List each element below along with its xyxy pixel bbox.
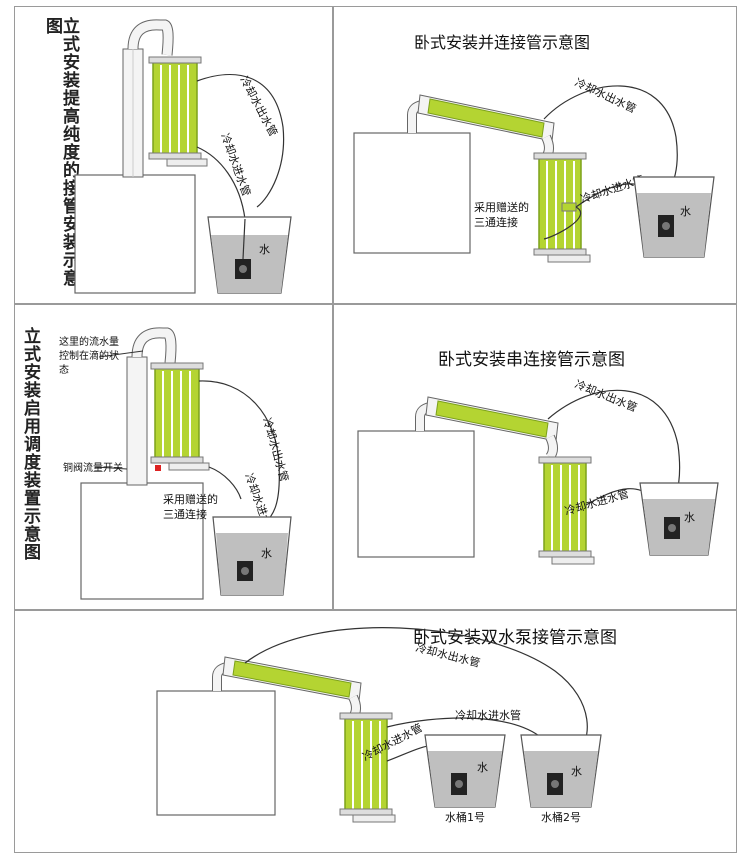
inlet-tube	[208, 466, 242, 500]
note-line-3: 态	[59, 363, 69, 376]
distill-column	[126, 356, 148, 486]
diagram-vertical-regulator: 这里的流水量 控制在滴的状 态 铜阀流量开关 冷却水出水管 冷却水进水管 采用赠…	[59, 327, 292, 600]
diagram-vertical-purity: 冷却水出水管 冷却水进水管 水	[74, 19, 292, 294]
boiler-tank	[357, 430, 475, 558]
bucket-label-2: 水桶2号	[541, 810, 581, 824]
tee-label-1: 采用赠送的	[163, 492, 218, 506]
panel-title: 立式安装启用调度装置示意图	[20, 327, 40, 561]
out-label: 冷却水出水管	[573, 75, 639, 116]
condenser	[154, 364, 200, 462]
out-label: 冷却水出水管	[260, 416, 292, 483]
water-label-2: 水	[571, 765, 582, 778]
panel-horizontal-series: 卧式安装串连接管示意图 冷却水出水管 冷却水进水管 水	[333, 304, 737, 610]
in-label-2: 冷却水进水管	[455, 708, 521, 722]
out-label: 冷却水出水管	[237, 74, 280, 139]
inlet-tube	[196, 146, 246, 220]
diagram-horizontal-parallel: 冷却水出水管 冷却水进水管 采用赠送的 三通连接 水	[353, 75, 715, 263]
valve-label: 铜阀流量开关	[63, 461, 123, 474]
boiler-tank	[74, 174, 196, 294]
tee-connector	[561, 202, 577, 212]
out-label: 冷却水出水管	[573, 377, 639, 415]
tee-label-2: 三通连接	[163, 508, 207, 521]
panel-horizontal-dual-pump: 卧式安装双水泵接管示意图 冷却水出水管 冷却水进水管 冷却水进水管 水 水桶1号	[14, 610, 737, 853]
water-label: 水	[261, 547, 272, 560]
bucket-label-1: 水桶1号	[445, 810, 485, 824]
note-line-1: 这里的流水量	[59, 335, 119, 348]
tee-label-1: 采用赠送的	[474, 200, 529, 214]
note-line-2: 控制在滴的状	[59, 349, 119, 362]
valve-switch	[155, 465, 161, 471]
condenser	[152, 58, 198, 158]
outlet-tube	[244, 627, 588, 758]
horizontal-condenser	[427, 98, 545, 138]
diagram-horizontal-dual-pump: 冷却水出水管 冷却水进水管 冷却水进水管 水 水桶1号 水 水桶2号	[156, 627, 602, 824]
panel-vertical-purity: 立式安装提高纯度的接管安装示意图 冷却水出水管 冷却水进水管 水	[14, 6, 333, 304]
panel-horizontal-parallel: 卧式安装并连接管示意图 冷却水出水管 冷却水进水管 采用赠送的 三通连接 水	[333, 6, 737, 304]
panel-title: 卧式安装双水泵接管示意图	[413, 628, 617, 648]
horizontal-condenser	[232, 660, 352, 698]
water-label-1: 水	[477, 761, 488, 774]
boiler-tank	[80, 482, 204, 600]
panel-vertical-regulator: 立式安装启用调度装置示意图 这里的流水量 控制在滴的状 态 铜阀流量开关 冷却水…	[14, 304, 333, 610]
outlet-tube	[198, 380, 280, 524]
panel-title: 卧式安装串连接管示意图	[438, 350, 625, 370]
outlet-tube	[196, 74, 285, 208]
panel-title: 卧式安装并连接管示意图	[414, 33, 591, 52]
diagram-horizontal-series: 冷却水出水管 冷却水进水管 水	[357, 377, 719, 565]
boiler-tank	[156, 690, 276, 816]
tee-label-2: 三通连接	[474, 216, 518, 229]
water-label: 水	[259, 243, 270, 256]
out-label: 冷却水出水管	[414, 640, 481, 670]
water-label: 水	[680, 205, 691, 218]
boiler-tank	[353, 132, 471, 254]
panel-title: 立式安装提高纯度的接管安装示意图	[42, 17, 79, 287]
horizontal-condenser	[435, 400, 549, 438]
water-label: 水	[684, 511, 695, 524]
